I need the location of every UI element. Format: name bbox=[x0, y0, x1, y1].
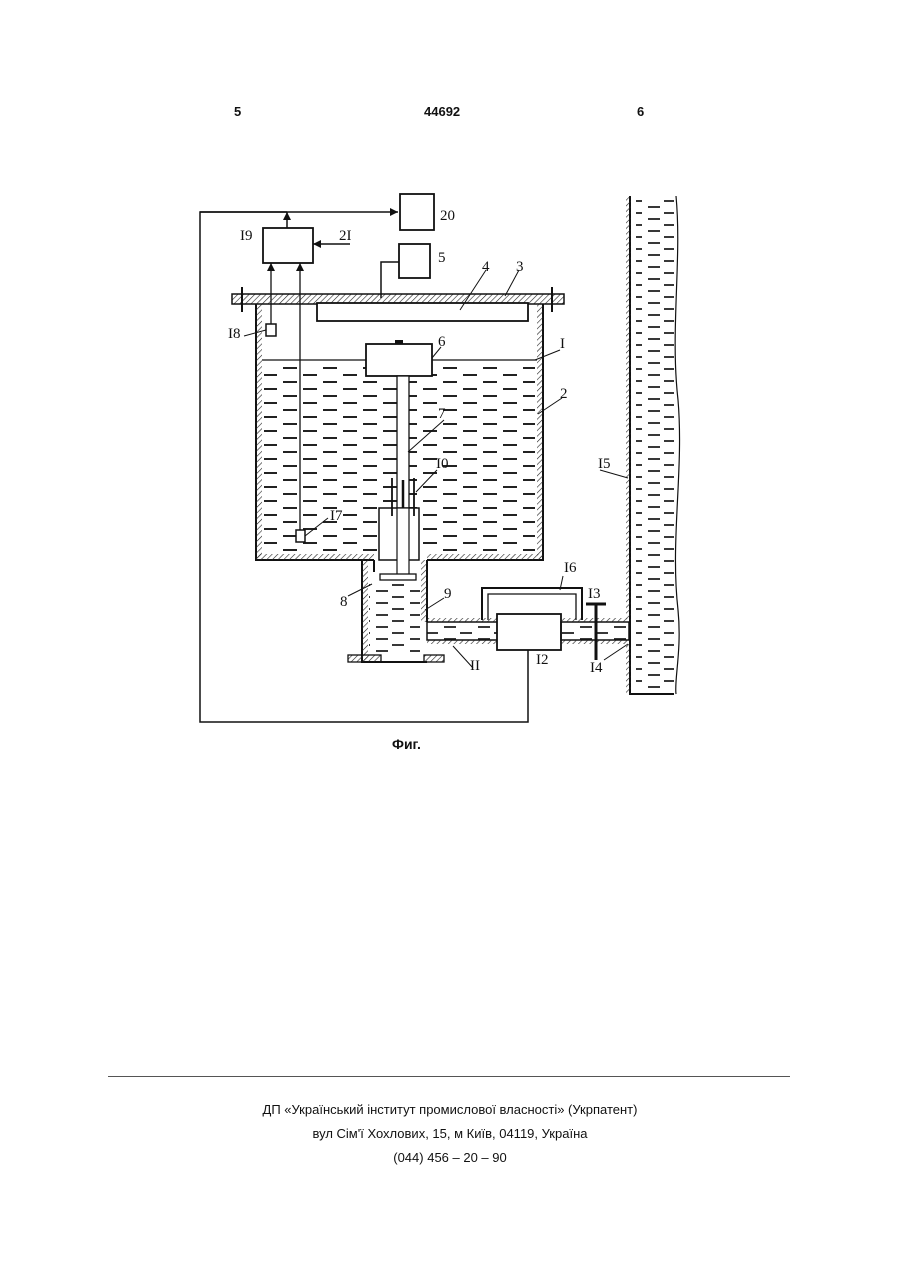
pump-12 bbox=[497, 614, 561, 650]
label-6: 6 bbox=[438, 334, 446, 350]
label-8: 8 bbox=[340, 594, 348, 610]
heater-4 bbox=[317, 303, 528, 321]
label-14: I4 bbox=[590, 660, 603, 676]
label-1: I bbox=[560, 336, 565, 352]
label-2: 2 bbox=[560, 386, 568, 402]
label-7: 7 bbox=[438, 406, 446, 422]
label-21: 2I bbox=[339, 228, 352, 244]
label-5: 5 bbox=[438, 250, 446, 266]
label-17: I7 bbox=[330, 508, 343, 524]
float-6 bbox=[366, 344, 432, 376]
chamber-liquid bbox=[369, 584, 420, 654]
footer-address: вул Сім'ї Хохлових, 15, м Київ, 04119, У… bbox=[0, 1126, 900, 1141]
label-15: I5 bbox=[598, 456, 611, 472]
block-20 bbox=[400, 194, 434, 230]
sensor-17 bbox=[296, 530, 305, 542]
footer-phone: (044) 456 – 20 – 90 bbox=[0, 1150, 900, 1165]
apparatus-figure: 20 5 I9 2I 4 3 I8 6 I 2 7 I0 I7 I5 I6 I3… bbox=[0, 0, 900, 800]
footer-divider bbox=[108, 1076, 790, 1077]
footer-org: ДП «Український інститут промислової вла… bbox=[0, 1102, 900, 1117]
arrowhead-20 bbox=[390, 208, 398, 216]
label-9: 9 bbox=[444, 586, 452, 602]
label-16: I6 bbox=[564, 560, 577, 576]
label-20: 20 bbox=[440, 208, 455, 224]
label-10: I0 bbox=[436, 456, 449, 472]
label-12: I2 bbox=[536, 652, 549, 668]
label-3: 3 bbox=[516, 259, 524, 275]
label-11: II bbox=[470, 658, 480, 674]
block-19 bbox=[263, 228, 313, 263]
sensor-18 bbox=[266, 324, 276, 336]
label-19: I9 bbox=[240, 228, 253, 244]
label-18: I8 bbox=[228, 326, 241, 342]
pipe-11 bbox=[427, 622, 499, 640]
reservoir-liquid bbox=[636, 200, 674, 690]
figure-caption: Фиг. bbox=[392, 736, 421, 752]
label-4: 4 bbox=[482, 259, 490, 275]
label-13: I3 bbox=[588, 586, 601, 602]
block-5 bbox=[399, 244, 430, 278]
